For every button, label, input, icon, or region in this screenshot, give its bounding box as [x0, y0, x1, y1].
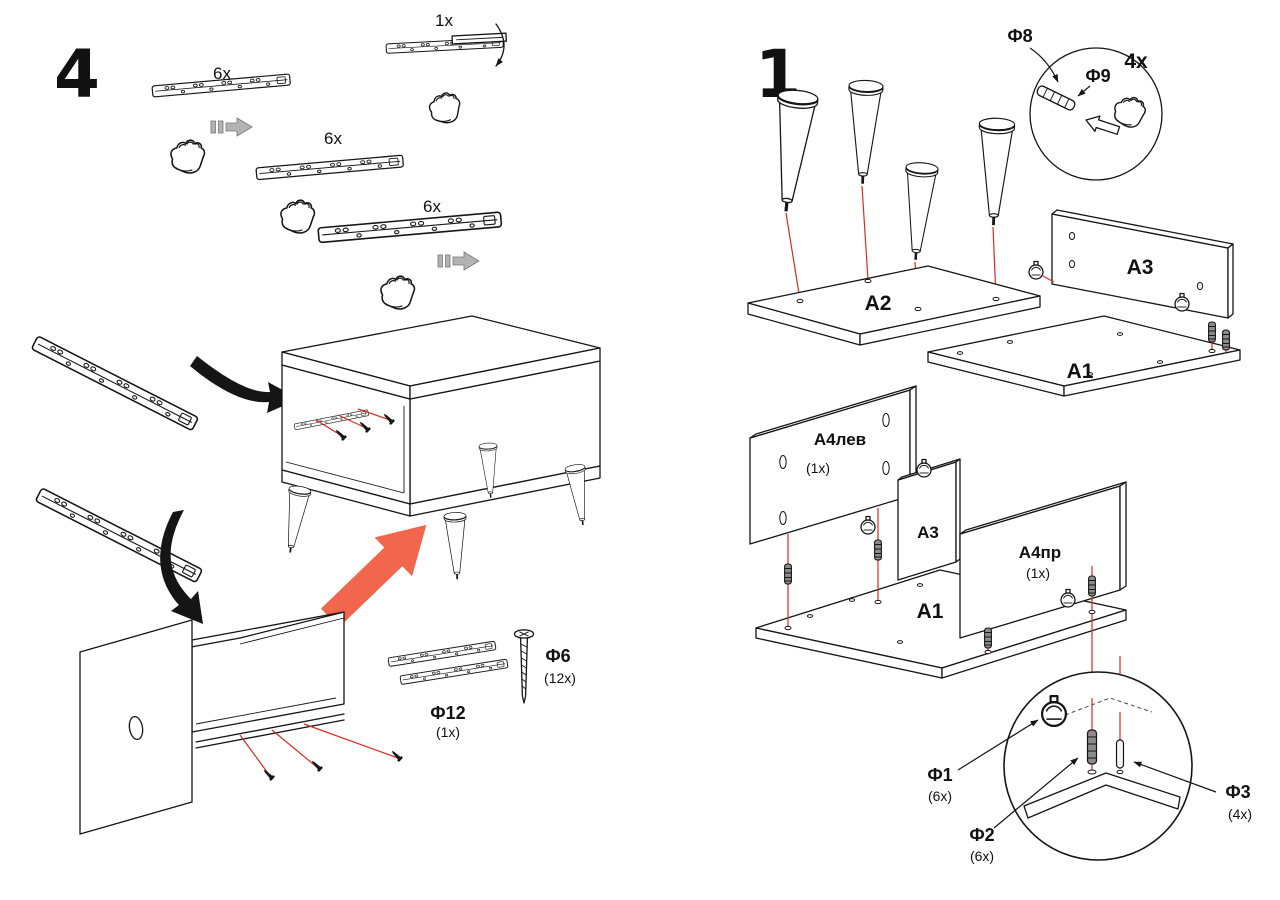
drawer-slide-rail [317, 211, 503, 244]
alignment-line [785, 185, 997, 309]
drawer-box [79, 611, 404, 835]
curved-arrow-icon [495, 23, 505, 67]
hand-icon [427, 90, 463, 126]
label-f3: Ф3 [1225, 782, 1250, 802]
qty-legs: 4x [1124, 50, 1148, 73]
drawer-slide-rail [399, 658, 509, 686]
drawer-slide-rail [255, 154, 405, 181]
cam-lock-icon [1028, 260, 1044, 280]
furniture-leg [845, 79, 884, 185]
qty-detail: 1x [435, 11, 453, 30]
cam-lock-icon [860, 515, 876, 535]
dowel-icon [1086, 729, 1098, 765]
label-f9: Ф9 [1085, 66, 1110, 86]
label-f12: Ф12 [430, 703, 465, 723]
nightstand-cabinet [278, 315, 601, 580]
screw-icon [309, 758, 324, 773]
dowel-icon [1222, 329, 1230, 351]
alignment-line [239, 723, 399, 777]
hand-icon [380, 275, 416, 310]
drawer-slide-rail [34, 487, 204, 584]
furniture-leg [443, 511, 469, 580]
panel-a4-right: A4пр (1x) [959, 481, 1127, 639]
cam-lock-icon [916, 458, 932, 478]
label-panel-a3-mid: A3 [917, 523, 939, 542]
label-f1: Ф1 [927, 765, 952, 785]
dowel-icon [984, 627, 992, 649]
label-f6: Ф6 [545, 646, 570, 666]
step-number-4: 4 [54, 36, 100, 113]
qty-rail-bottom: 6x [423, 197, 441, 216]
red-arrow-icon [320, 524, 427, 628]
panel-a4-left: A4лев (1x) [749, 385, 917, 545]
magnifier-fastener-detail [1003, 671, 1193, 861]
label-f8: Ф8 [1007, 26, 1032, 46]
leader-line [993, 757, 1079, 829]
gray-arrow-icon [210, 117, 253, 137]
furniture-leg [899, 161, 939, 262]
furniture-leg [278, 484, 312, 555]
qty-panel-a4-right: (1x) [1026, 565, 1050, 581]
qty-rail-mid: 6x [324, 129, 342, 148]
label-panel-a1-bottom: A1 [917, 600, 944, 623]
label-f2: Ф2 [969, 825, 994, 845]
panel-a2: A2 [747, 265, 1041, 346]
magnifier-dowel-detail: 4x Ф9 [1029, 47, 1163, 181]
qty-f2: (6x) [970, 848, 994, 864]
dowel-icon [874, 539, 882, 561]
label-panel-a4-right: A4пр [1019, 543, 1061, 562]
alignment-line [315, 408, 391, 437]
qty-f12: (1x) [436, 724, 460, 740]
screw-icon [261, 767, 276, 782]
dowel-icon [784, 563, 792, 585]
furniture-leg [975, 117, 1016, 227]
panel-a3-mid: A3 [897, 458, 961, 581]
dowel-icon [1208, 321, 1216, 343]
hand-icon [280, 199, 316, 234]
black-arrow-icon [190, 356, 299, 413]
qty-f3: (4x) [1228, 806, 1252, 822]
leader-line [957, 719, 1039, 771]
drawer-slide-rail [387, 640, 497, 668]
dowel-icon [1088, 575, 1096, 597]
qty-panel-a4-left: (1x) [806, 460, 830, 476]
label-panel-a1-top: A1 [1067, 360, 1094, 383]
screw-f6 [513, 629, 535, 704]
label-panel-a2: A2 [865, 292, 892, 315]
alignment-line [1042, 275, 1055, 283]
panel-a3-top: A3 [1051, 209, 1234, 319]
push-arrow-icon [1085, 115, 1121, 135]
leader-line [1029, 47, 1059, 83]
pin-icon [1115, 739, 1125, 769]
label-panel-a3-top: A3 [1127, 256, 1154, 279]
leader-line [1133, 761, 1217, 793]
black-arrow-icon [160, 510, 203, 624]
qty-f6: (12x) [544, 670, 576, 686]
gray-arrow-icon [437, 251, 480, 271]
drawer-slide-rail [30, 335, 200, 432]
handle-hole [128, 715, 144, 741]
qty-f1: (6x) [928, 788, 952, 804]
qty-rail-top: 6x [213, 64, 231, 83]
rail-insert-detail: 1x [385, 11, 507, 126]
hand-icon [170, 139, 206, 174]
panel-a1-top: A1 [927, 315, 1241, 397]
label-panel-a4-left: A4лев [814, 430, 866, 449]
